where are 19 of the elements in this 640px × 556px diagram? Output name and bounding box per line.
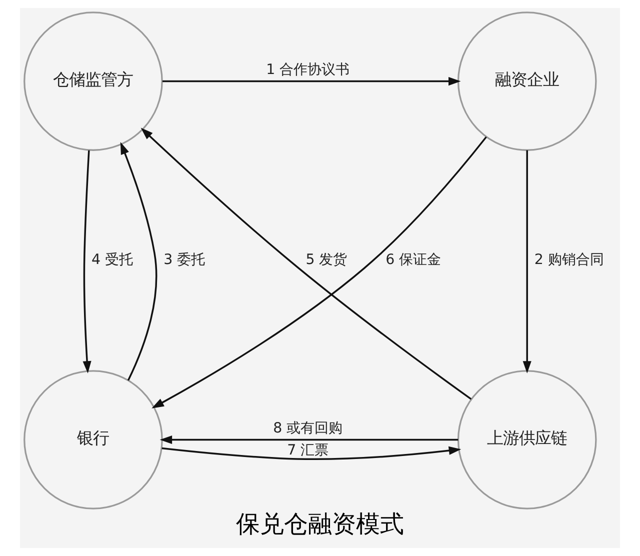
edge-label: 3 委托 [164, 252, 206, 268]
edge-label: 2 购销合同 [534, 252, 604, 268]
arrow [162, 446, 462, 460]
edge-label: 6 保证金 [386, 252, 442, 268]
arrow [162, 76, 461, 86]
node-circle: 融资企业 [457, 12, 597, 151]
edge-label: 1 合作协议书 [266, 62, 350, 78]
edge-label: 4 受托 [91, 252, 134, 268]
caption: 保兑仓融资模式 [236, 510, 404, 538]
arrow [120, 142, 158, 381]
edge-label: 8 或有回购 [273, 420, 343, 437]
node-circle: 上游供应链 [457, 370, 597, 510]
arrow [160, 435, 458, 444]
node-circle: 银行 [24, 370, 163, 510]
edge-label: 5 发货 [306, 252, 348, 268]
node-circle: 仓储监管方 [24, 12, 163, 151]
arrow [82, 150, 92, 374]
arrow [522, 150, 532, 374]
edge-label: 7 汇票 [287, 442, 329, 458]
